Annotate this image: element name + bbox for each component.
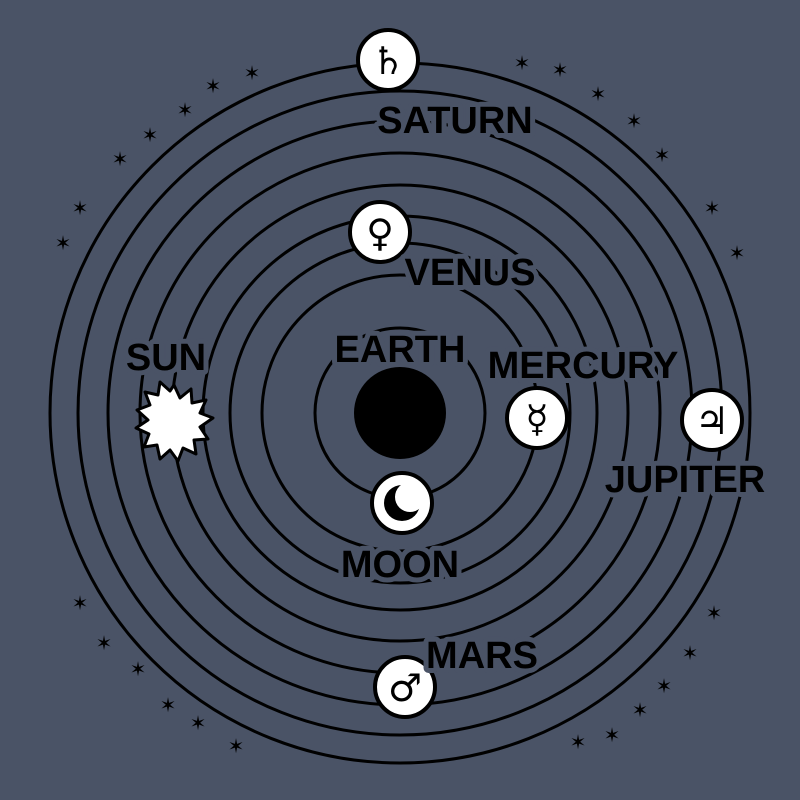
star-icon: ✶ — [177, 98, 194, 122]
star-icon: ✶ — [604, 723, 621, 747]
star-icon: ✶ — [130, 657, 147, 681]
label-sun: SUN — [126, 337, 206, 379]
star-icon: ✶ — [682, 641, 699, 665]
label-earth: EARTH — [335, 329, 466, 371]
mars-symbol-icon: ♂ — [388, 666, 422, 710]
star-icon: ✶ — [552, 58, 569, 82]
mercury-symbol-icon: ☿ — [525, 397, 548, 441]
star-icon: ✶ — [160, 693, 177, 717]
label-mercury: MERCURY — [488, 345, 679, 387]
moon-marker — [370, 471, 434, 535]
star-icon: ✶ — [55, 231, 72, 255]
sun-icon — [134, 380, 215, 463]
label-mars: MARS — [426, 635, 538, 677]
star-icon: ✶ — [570, 730, 587, 754]
venus-marker: ♀ — [348, 200, 412, 264]
star-icon: ✶ — [244, 61, 261, 85]
star-icon: ✶ — [706, 601, 723, 625]
venus-symbol-icon: ♀ — [366, 211, 394, 255]
star-icon: ✶ — [514, 51, 531, 75]
star-icon: ✶ — [190, 711, 207, 735]
star-icon: ✶ — [626, 109, 643, 133]
star-icon: ✶ — [704, 196, 721, 220]
star-icon: ✶ — [112, 147, 129, 171]
star-icon: ✶ — [729, 241, 746, 265]
label-saturn: SATURN — [377, 100, 533, 142]
saturn-marker: ♄ — [356, 28, 420, 92]
star-icon: ✶ — [72, 591, 89, 615]
label-venus: VENUS — [405, 252, 536, 294]
star-icon: ✶ — [590, 82, 607, 106]
star-icon: ✶ — [632, 698, 649, 722]
star-icon: ✶ — [656, 674, 673, 698]
star-icon: ✶ — [654, 143, 671, 167]
jupiter-symbol-icon: ♃ — [695, 399, 729, 443]
jupiter-marker: ♃ — [680, 388, 744, 452]
label-moon: MOON — [341, 544, 459, 586]
saturn-symbol-icon: ♄ — [371, 39, 405, 83]
mars-marker: ♂ — [373, 655, 437, 719]
stars: ✶ ✶ ✶ ✶ ✶ ✶ ✶ ✶ ✶ ✶ ✶ ✶ ✶ ✶ ✶ ✶ ✶ ✶ ✶ ✶ … — [55, 51, 746, 758]
star-icon: ✶ — [72, 196, 89, 220]
star-icon: ✶ — [228, 734, 245, 758]
star-icon: ✶ — [142, 123, 159, 147]
star-icon: ✶ — [205, 74, 222, 98]
earth-disc — [354, 367, 446, 459]
mercury-marker: ☿ — [505, 386, 569, 450]
star-icon: ✶ — [96, 631, 113, 655]
label-jupiter: JUPITER — [605, 459, 765, 501]
